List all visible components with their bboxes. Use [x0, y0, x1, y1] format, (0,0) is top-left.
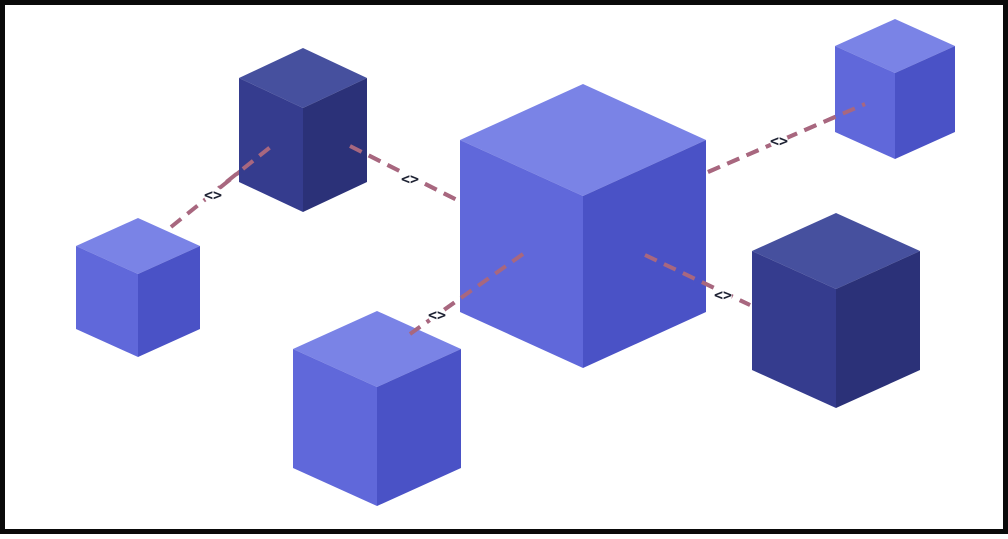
code-brackets-icon: <>	[428, 306, 446, 324]
network-diagram: <> <> <> <> <>	[76, 19, 955, 506]
cube-top-left	[239, 48, 367, 212]
code-brackets-icon-backdrop	[401, 170, 419, 188]
cube-center-right-face	[583, 140, 706, 368]
cube-left-right-face	[138, 246, 200, 357]
cube-top-right	[835, 19, 955, 159]
cube-left-left-face	[76, 246, 138, 357]
cube-top-right-right-face	[895, 46, 955, 159]
cube-left	[76, 218, 200, 357]
cube-right-left-face	[752, 251, 836, 408]
code-brackets-icon: <>	[714, 286, 732, 304]
cube-top-left-left-face	[239, 78, 303, 212]
cubes-layer	[76, 19, 955, 506]
code-brackets-icon: <>	[204, 186, 222, 204]
cube-bottom-left	[293, 311, 461, 506]
code-brackets-icon: <>	[401, 170, 419, 188]
connector-overlay-left-to-top-left	[208, 143, 275, 197]
code-brackets-icon-backdrop	[714, 286, 732, 304]
cube-right-right-face	[836, 251, 920, 408]
code-brackets-icon-backdrop	[428, 306, 446, 324]
code-brackets-icon-backdrop	[770, 132, 788, 150]
code-brackets-icon-backdrop	[204, 186, 222, 204]
cube-bottom-left-right-face	[377, 349, 461, 506]
cube-top-left-right-face	[303, 78, 367, 212]
code-brackets-icon: <>	[770, 132, 788, 150]
connector-overlay-center-to-right	[644, 253, 751, 307]
cube-bottom-left-left-face	[293, 349, 377, 506]
cube-top-right-left-face	[835, 46, 895, 159]
cube-right	[752, 213, 920, 408]
connector-overlay-center-to-bottom-left	[408, 252, 525, 336]
cube-center	[460, 84, 706, 368]
glyphs-layer: <> <> <> <> <>	[204, 102, 866, 336]
